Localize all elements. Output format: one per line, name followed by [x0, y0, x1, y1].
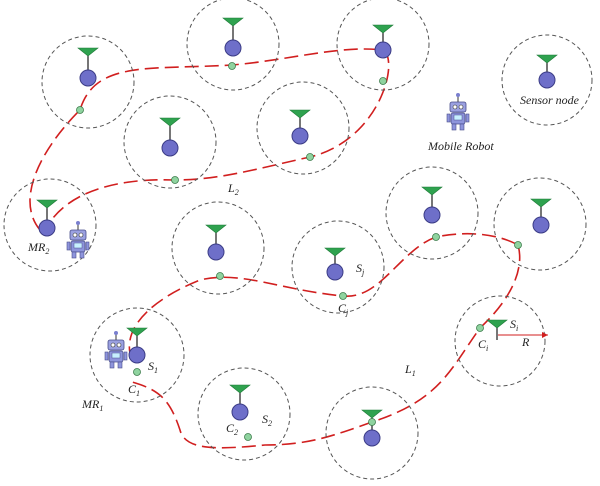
sensor-node-icon: [486, 319, 508, 340]
sensor-node-group: [41, 35, 135, 129]
collection-point: [432, 233, 440, 241]
label-sensor-node: Sensor node: [520, 93, 580, 107]
sensor-node-icon: [222, 17, 244, 57]
sensor-node-icon: [36, 199, 58, 237]
label-mr2: MR2: [27, 240, 49, 256]
range-circle: [197, 367, 291, 461]
path-l1: [128, 232, 521, 449]
range-circle: [501, 34, 593, 126]
robot-icon: [104, 331, 128, 369]
sensor-node-group: [501, 34, 593, 126]
label-l1: L1: [404, 362, 416, 378]
label-c1: C1: [128, 382, 140, 398]
sensor-node-group: [171, 201, 265, 295]
label-ci: Ci: [478, 337, 488, 353]
label-mr1: MR1: [81, 397, 103, 413]
collection-point: [339, 292, 347, 300]
range-circle: [186, 0, 280, 91]
collection-point: [76, 106, 84, 114]
collection-point: [228, 62, 236, 70]
range-circle: [256, 81, 350, 175]
radius-arrowhead: [542, 332, 548, 338]
collection-point: [368, 418, 376, 426]
range-circle: [325, 386, 419, 480]
label-si: Si: [510, 317, 518, 333]
sensor-node-group: [186, 0, 280, 91]
sensor-node-group: [454, 295, 546, 387]
collection-point: [171, 176, 179, 184]
collection-point: [379, 77, 387, 85]
label-s1: S1: [148, 359, 158, 375]
sensor-node-group: [89, 307, 185, 403]
label-radius: R: [521, 335, 530, 349]
sensor-node-icon: [536, 54, 558, 89]
sensor-node-group: [123, 95, 217, 189]
sensor-node-icon: [77, 47, 99, 87]
range-circle: [89, 307, 185, 403]
label-sj: Sj: [356, 261, 365, 277]
sensor-node-group: [493, 177, 587, 271]
range-circle: [171, 201, 265, 295]
collection-point: [514, 241, 522, 249]
label-s2: S2: [262, 412, 272, 428]
sensor-node-group: [336, 0, 430, 91]
sensor-node-icon: [159, 117, 181, 157]
sensor-node-icon: [289, 109, 311, 145]
sensor-node-group: [291, 220, 385, 314]
collection-point: [216, 272, 224, 280]
collection-point: [476, 324, 484, 332]
sensor-node-icon: [229, 384, 251, 421]
sensor-node-icon: [361, 409, 383, 447]
label-cj: Cj: [338, 301, 349, 317]
sensor-node-group: [197, 367, 291, 461]
sensor-node-group: [385, 166, 479, 260]
sensor-node-icon: [530, 198, 552, 234]
sensor-node-icon: [205, 224, 227, 261]
sensor-node-icon: [324, 247, 346, 281]
range-circle: [291, 220, 385, 314]
robot-icon: [446, 93, 470, 131]
sensor-node-icon: [372, 24, 394, 59]
sensor-node-icon: [421, 186, 443, 224]
label-c2: C2: [226, 421, 238, 437]
sensor-node-group: [325, 386, 419, 480]
label-l2: L2: [227, 181, 239, 197]
collection-point: [133, 368, 141, 376]
range-circle: [123, 95, 217, 189]
range-circle: [3, 178, 97, 272]
label-mobile-robot: Mobile Robot: [427, 139, 494, 153]
range-circle: [385, 166, 479, 260]
collection-point: [306, 153, 314, 161]
range-circle: [41, 35, 135, 129]
sensor-node-group: [256, 81, 350, 175]
collection-point: [244, 433, 252, 441]
robot-icon: [66, 221, 90, 259]
range-circle: [493, 177, 587, 271]
range-circle: [454, 295, 546, 387]
sensor-node-group: [3, 178, 97, 272]
range-circle: [336, 0, 430, 91]
sensor-node-icon: [126, 327, 148, 364]
